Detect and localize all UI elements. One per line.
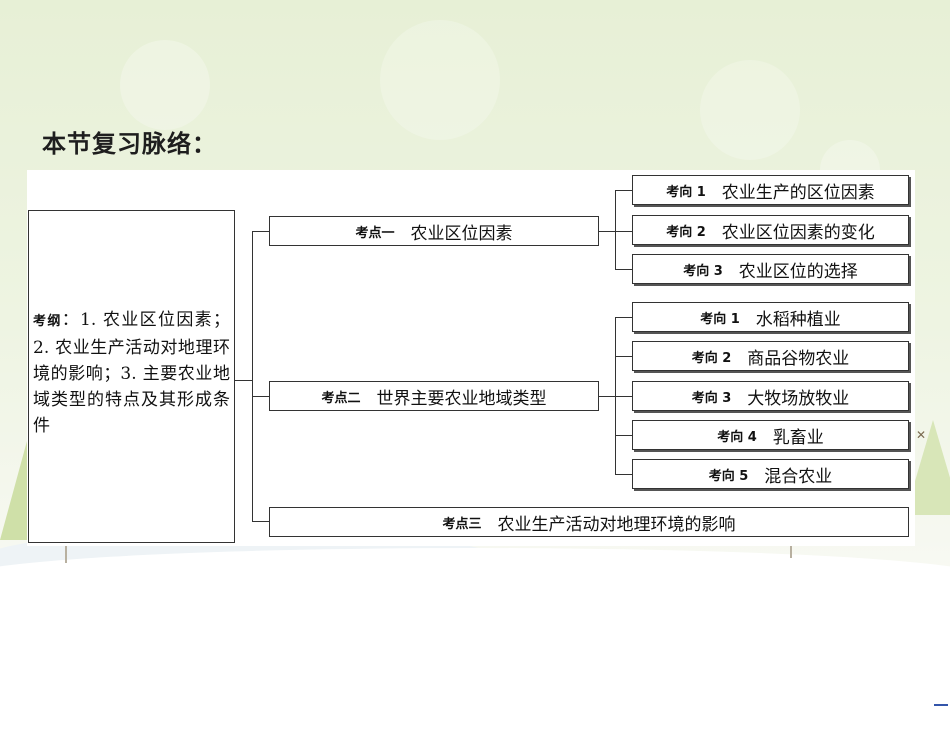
direction-text: 农业生产的区位因素 <box>721 182 875 203</box>
direction-text: 商品谷物农业 <box>747 348 850 369</box>
point-text: 农业生产活动对地理环境的影响 <box>497 514 736 535</box>
connector <box>615 396 632 397</box>
connector <box>235 380 252 381</box>
direction-label: 考向 2 <box>666 224 706 240</box>
direction-box: 考向 1 农业生产的区位因素 <box>632 175 909 205</box>
direction-box: 考向 3 大牧场放牧业 <box>632 381 909 411</box>
snowflake <box>120 40 210 130</box>
point-label: 考点二 <box>321 390 361 406</box>
snowflake <box>700 60 800 160</box>
syllabus-text: ：1. 农业区位因素；2. 农业生产活动对地理环境的影响；3. 主要农业地域类型… <box>33 310 230 436</box>
branch-decoration <box>65 545 67 563</box>
connector <box>599 231 615 232</box>
connector <box>252 396 269 397</box>
connector <box>252 521 269 522</box>
connector <box>615 190 616 269</box>
direction-label: 考向 1 <box>666 184 706 200</box>
direction-text: 水稻种植业 <box>755 309 841 330</box>
connector <box>615 190 632 191</box>
point-label: 考点三 <box>442 516 482 532</box>
direction-label: 考向 4 <box>717 429 757 445</box>
connector <box>615 231 632 232</box>
connector <box>615 356 632 357</box>
snow-ground <box>0 548 950 748</box>
direction-box: 考向 3 农业区位的选择 <box>632 254 909 284</box>
point-text: 世界主要农业地域类型 <box>376 388 547 409</box>
point-box-3: 考点三农业生产活动对地理环境的影响 <box>269 507 909 537</box>
direction-label: 考向 3 <box>691 390 732 406</box>
branch-decoration <box>790 540 792 558</box>
bird-icon: ✕ <box>916 428 927 442</box>
syllabus-box: 考纲：1. 农业区位因素；2. 农业生产活动对地理环境的影响；3. 主要农业地域… <box>28 210 235 543</box>
connector <box>252 231 253 521</box>
snowflake <box>380 20 500 140</box>
connector <box>615 435 632 436</box>
syllabus-label: 考纲 <box>33 314 62 329</box>
direction-box: 考向 2 商品谷物农业 <box>632 341 909 371</box>
connector <box>615 474 632 475</box>
direction-label: 考向 1 <box>700 311 740 327</box>
direction-text: 农业区位因素的变化 <box>721 222 875 243</box>
corner-mark <box>934 704 948 706</box>
point-box-2: 考点二世界主要农业地域类型 <box>269 381 599 411</box>
direction-text: 乳畜业 <box>772 427 824 448</box>
direction-box: 考向 5 混合农业 <box>632 459 909 489</box>
direction-text: 大牧场放牧业 <box>747 388 850 409</box>
connector <box>252 231 269 232</box>
direction-label: 考向 2 <box>691 350 732 366</box>
point-box-1: 考点一农业区位因素 <box>269 216 599 246</box>
connector <box>615 317 632 318</box>
direction-text: 混合农业 <box>764 466 833 487</box>
point-text: 农业区位因素 <box>410 223 513 244</box>
point-label: 考点一 <box>355 225 395 241</box>
connector <box>615 269 632 270</box>
direction-box: 考向 4 乳畜业 <box>632 420 909 450</box>
direction-label: 考向 3 <box>683 263 723 279</box>
direction-box: 考向 2 农业区位因素的变化 <box>632 215 909 245</box>
connector <box>615 317 616 474</box>
direction-box: 考向 1 水稻种植业 <box>632 302 909 332</box>
connector <box>599 396 615 397</box>
direction-text: 农业区位的选择 <box>738 261 858 282</box>
page-title: 本节复习脉络： <box>42 130 217 158</box>
direction-label: 考向 5 <box>708 468 749 484</box>
